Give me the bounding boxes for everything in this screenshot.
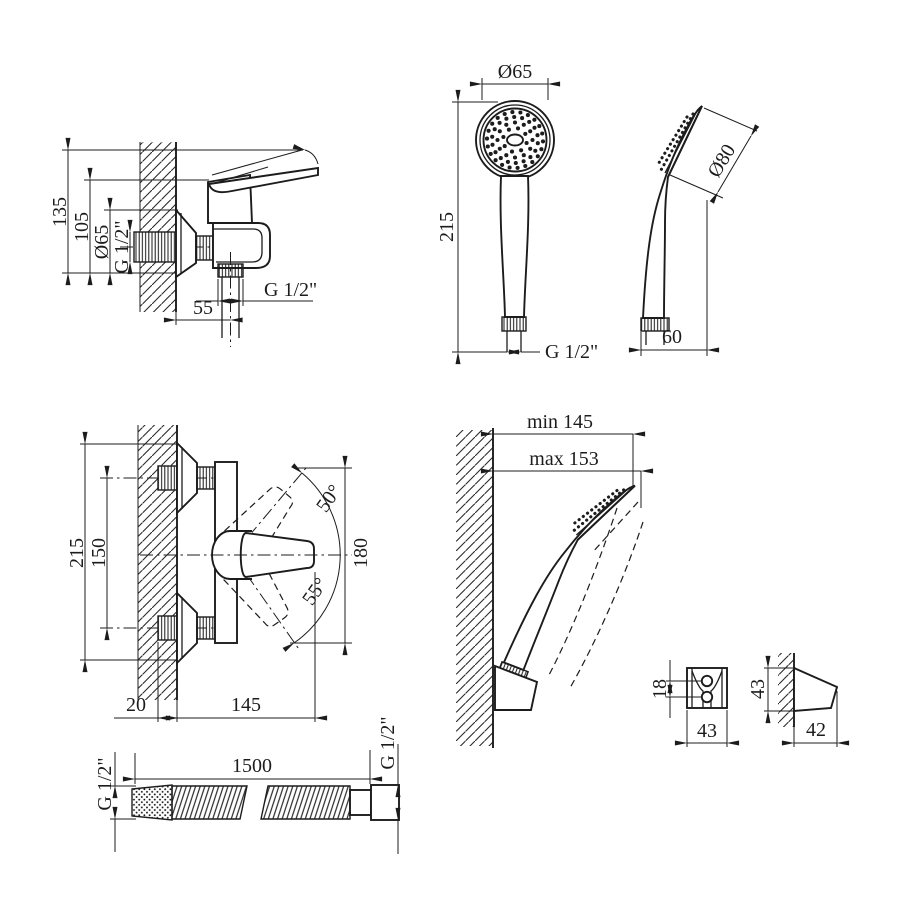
- dim-min-145: min 145: [527, 411, 593, 433]
- swing-arc: [282, 463, 341, 652]
- dim-18: 18: [649, 679, 671, 699]
- inlet-thread-bottom: [157, 615, 178, 641]
- screw-hole-bottom: [700, 690, 714, 704]
- escutcheon: [175, 207, 197, 279]
- dim-215: 215: [66, 538, 88, 568]
- dim-d80: Ø80: [704, 140, 741, 181]
- wall-hatch: [778, 653, 794, 727]
- hose-view: 1500 G 1/2" G 1/2": [94, 716, 401, 854]
- handle-lever: [207, 166, 319, 194]
- inlet-thread-top: [157, 465, 178, 491]
- dim-g12-outlet: G 1/2": [264, 279, 317, 301]
- escutcheon-bottom: [176, 590, 198, 666]
- dim-55: 55: [193, 297, 213, 319]
- wall-hatch: [140, 142, 176, 312]
- dim-145: 145: [231, 694, 261, 716]
- dim-g12-handshower: G 1/2": [545, 341, 598, 363]
- shower-handle: [499, 175, 530, 318]
- dim-g12-hose-right: G 1/2": [377, 716, 399, 769]
- hose-segment-right: [260, 785, 351, 820]
- mixer-side-view: 135 105 Ø65 G 1/2" G 1/2" 55: [49, 137, 319, 347]
- dim-g12-inlet: G 1/2": [111, 220, 133, 273]
- dim-135: 135: [49, 197, 71, 227]
- dim-150: 150: [88, 538, 110, 568]
- dim-50deg: 50°: [312, 481, 346, 517]
- escutcheon-top: [176, 440, 198, 516]
- bracket-front-view: 18 43: [649, 660, 740, 747]
- dim-head-d65: Ø65: [498, 61, 532, 83]
- handshower-in-holder: [490, 462, 637, 711]
- handshower-side-shape: [640, 105, 703, 345]
- dim-20: 20: [126, 694, 146, 716]
- hose-cone-fitting: [131, 784, 173, 821]
- dim-d65: Ø65: [91, 225, 113, 259]
- spray-nozzles: [484, 110, 546, 170]
- dim-43-height: 43: [747, 679, 769, 699]
- mixer-body: [212, 222, 271, 269]
- dim-42: 42: [806, 719, 826, 741]
- screw-hole-top: [700, 674, 714, 688]
- hose-nut-collar: [349, 789, 372, 816]
- dim-215: 215: [436, 212, 458, 242]
- dim-60: 60: [662, 326, 682, 348]
- dim-max-153: max 153: [529, 448, 598, 470]
- handle-thread: [501, 316, 527, 332]
- wall-holder: [494, 664, 539, 711]
- bracket-profile: [793, 666, 839, 713]
- bracket-side-view: 43 42: [747, 653, 850, 747]
- mixer-front-view: 50° 55° 215 150 180 20 145: [66, 425, 372, 722]
- dim-43-width: 43: [697, 720, 717, 742]
- holder-view: min 145 max 153: [456, 411, 654, 748]
- inlet-thread: [133, 231, 177, 263]
- dim-g12-hose-left: G 1/2": [94, 757, 116, 810]
- hose-nut: [370, 784, 400, 821]
- handshower-front-view: Ø65 215 G 1/2": [436, 61, 598, 365]
- wall-hatch: [456, 430, 493, 746]
- dim-180: 180: [350, 538, 372, 568]
- dim-1500: 1500: [232, 755, 272, 777]
- handshower-side-view: Ø80 60: [628, 105, 760, 356]
- hose-segment-left: [171, 785, 248, 820]
- dim-105: 105: [71, 212, 93, 242]
